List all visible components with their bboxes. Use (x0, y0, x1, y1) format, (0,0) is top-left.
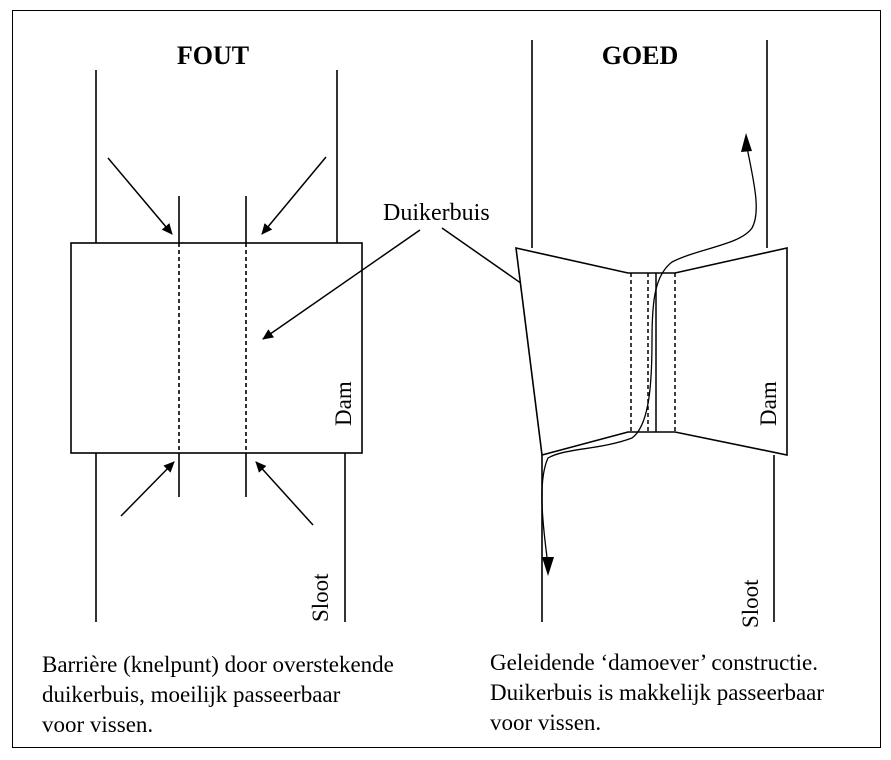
fout-ditch-label: Sloot (308, 573, 333, 622)
callout-label: Duikerbuis (383, 200, 490, 226)
fout-dam (70, 242, 363, 454)
goed-caption-line-1: Geleidende ‘damoever’ constructie. (490, 650, 819, 675)
fout-arrow-top-left (107, 157, 173, 235)
goed-caption-line-3: voor vissen. (490, 710, 602, 735)
goed-fish-path-arrow-up (741, 133, 752, 152)
callout-arrow-left (262, 229, 421, 340)
culvert-callout: Duikerbuis (262, 200, 619, 352)
fout-arrow-bottom-left (120, 461, 175, 517)
fout-caption: Barrière (knelpunt) door overstekende du… (42, 650, 394, 740)
goed-ditch-label: Sloot (738, 579, 763, 628)
goed-title: GOED (602, 41, 679, 70)
goed-dam-label: Dam (756, 381, 781, 426)
fout-caption-line-1: Barrière (knelpunt) door overstekende (42, 652, 394, 677)
goed-fish-path-arrow-down (542, 557, 554, 576)
fout-caption-line-2: duikerbuis, moeilijk passeerbaar (42, 682, 341, 707)
goed-panel: GOED Dam Sloot (515, 40, 788, 628)
fout-panel: FOUT Dam Sloot (70, 41, 363, 622)
fout-arrow-bottom-right (255, 461, 314, 526)
fout-title: FOUT (177, 41, 249, 70)
goed-caption: Geleidende ‘damoever’ constructie. Duike… (490, 648, 824, 738)
fout-arrow-top-right (261, 156, 327, 235)
goed-fish-path (541, 141, 757, 566)
fout-dam-label: Dam (331, 381, 356, 426)
fout-caption-line-3: voor vissen. (42, 712, 154, 737)
goed-caption-line-2: Duikerbuis is makkelijk passeerbaar (490, 680, 825, 705)
